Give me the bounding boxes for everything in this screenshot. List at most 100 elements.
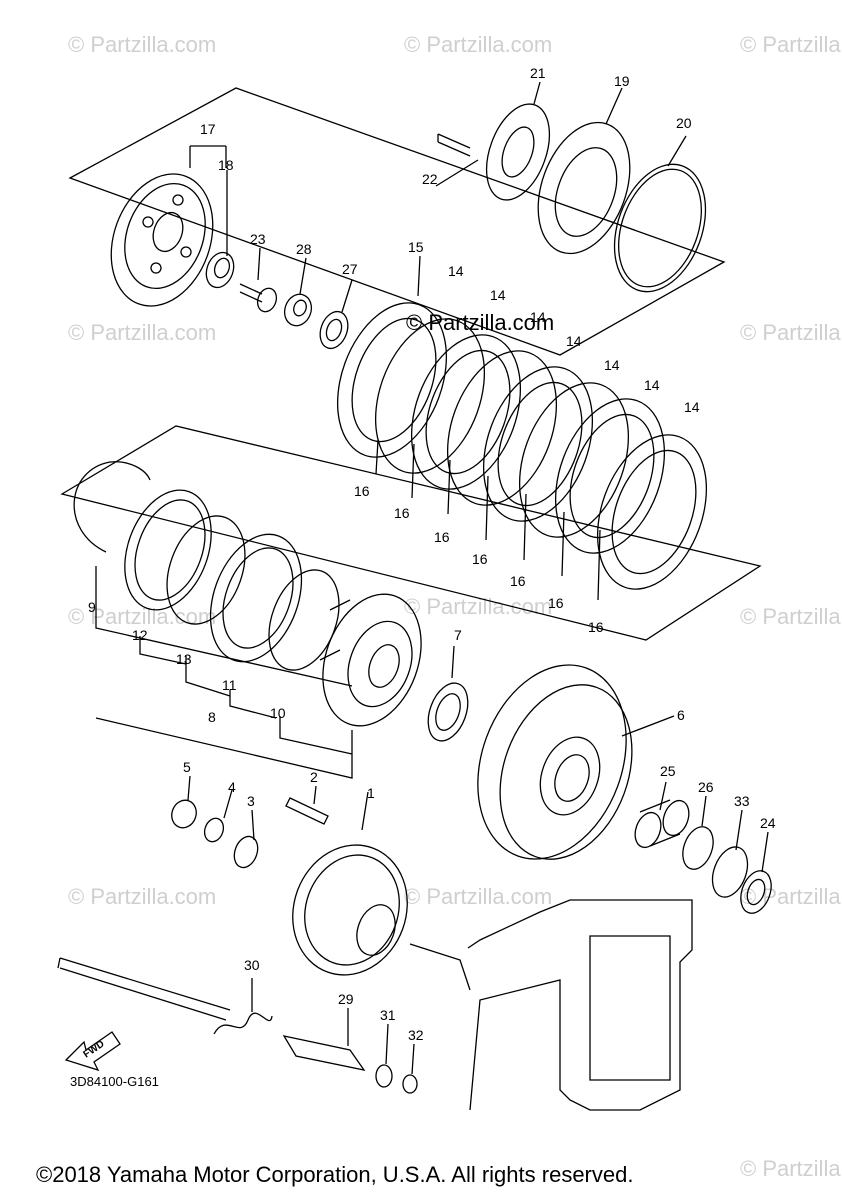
watermark: © Partzilla.com [68,604,216,629]
watermark: © Partzilla.com [68,884,216,909]
watermark: © Partzilla.com [740,320,842,345]
friction-plate-stack [336,302,708,590]
callout: 23 [250,231,266,247]
seat-plate [166,515,246,625]
callout: 15 [408,239,424,255]
callout: 14 [604,357,620,373]
callout: 30 [244,957,260,973]
callout: 7 [454,627,462,643]
nut [171,799,197,829]
watermark: © Partzilla.com [68,320,216,345]
callout: 21 [530,65,546,81]
callout: 16 [588,619,604,635]
push-lever-shaft [57,957,231,1021]
cushion-spring [613,163,707,293]
callout: 4 [228,779,236,795]
oil-pump-drive-gear [711,846,749,898]
callout: 25 [660,763,676,779]
clutch-boss [319,593,422,727]
group-frame-lower [60,425,762,641]
primary-drive-gear [292,844,408,976]
needle-bearing [682,826,714,870]
watermark: © Partzilla.com [740,1156,842,1181]
callout: 11 [222,677,237,693]
bearing [205,251,235,289]
fwd-label: FWD [82,1039,107,1061]
callout: 8 [208,709,216,725]
callout: 28 [296,241,312,257]
callout: 14 [490,287,506,303]
callouts: 1 2 3 4 5 6 7 8 9 10 11 12 13 14 14 14 1… [88,65,776,1043]
callout: 14 [530,309,546,325]
crankcase-outline [409,899,693,1111]
watermark: © Partzilla.com [404,884,552,909]
watermark: © Partzilla.com [740,32,842,57]
callout: 16 [548,595,564,611]
callout: 14 [644,377,660,393]
cushion-plate [537,121,631,255]
callout: 1 [367,785,375,801]
callout: 16 [394,505,410,521]
watermark-layer: © Partzilla.com © Partzilla.com © Partzi… [68,32,842,1181]
washer-2 [233,835,259,869]
watermark: © Partzilla.com [740,604,842,629]
callout: 14 [448,263,464,279]
callout: 17 [200,121,216,137]
copyright-notice: ©2018 Yamaha Motor Corporation, U.S.A. A… [36,1162,634,1187]
spring-ring [268,569,340,671]
callout: 2 [310,769,318,785]
callout: 22 [422,171,438,187]
push-lever [282,1035,366,1071]
callout: 14 [684,399,700,415]
callout: 18 [218,157,234,173]
wire-circlip [73,461,151,553]
callout: 13 [176,651,192,667]
callout: 26 [698,779,714,795]
friction-plate-single [209,533,303,663]
callout: 14 [566,333,582,349]
diagram-drawing [57,81,772,1111]
diagram-code: 3D84100-G161 [70,1074,159,1089]
straight-key [285,797,329,825]
washer [319,310,349,350]
circlip [402,1074,418,1094]
callout: 19 [614,73,630,89]
callout: 16 [472,551,488,567]
callout: 9 [88,599,96,615]
pressure-plate [110,173,214,307]
callout: 20 [676,115,692,131]
callout: 29 [338,991,354,1007]
callout: 16 [434,529,450,545]
clutch-plate [124,489,212,611]
callout: 10 [270,705,286,721]
return-spring [213,1012,273,1035]
washer-3 [375,1064,393,1088]
watermark: © Partzilla.com [404,32,552,57]
fwd-arrow [64,1031,121,1072]
callout: 27 [342,261,358,277]
callout: 16 [510,573,526,589]
callout: 24 [760,815,776,831]
push-rod-short [239,283,278,313]
callout: 12 [132,627,148,643]
spacer [634,799,690,849]
leader-lines [95,81,769,1075]
plate-washer [485,103,551,201]
callout: 32 [408,1027,424,1043]
callout: 16 [354,483,370,499]
group-frame-upper [68,87,726,356]
clutch-housing [477,664,633,860]
callout: 31 [380,1007,396,1023]
lock-washer [203,817,225,843]
callout: 6 [677,707,685,723]
thrust-washer [427,682,469,742]
watermark: © Partzilla.com [68,32,216,57]
callout: 5 [183,759,191,775]
bolt [437,133,471,157]
thrust-washer-2 [740,870,772,914]
callout: 3 [247,793,255,809]
watermark: © Partzilla.com [740,884,842,909]
locknut [283,293,313,327]
callout: 33 [734,793,750,809]
